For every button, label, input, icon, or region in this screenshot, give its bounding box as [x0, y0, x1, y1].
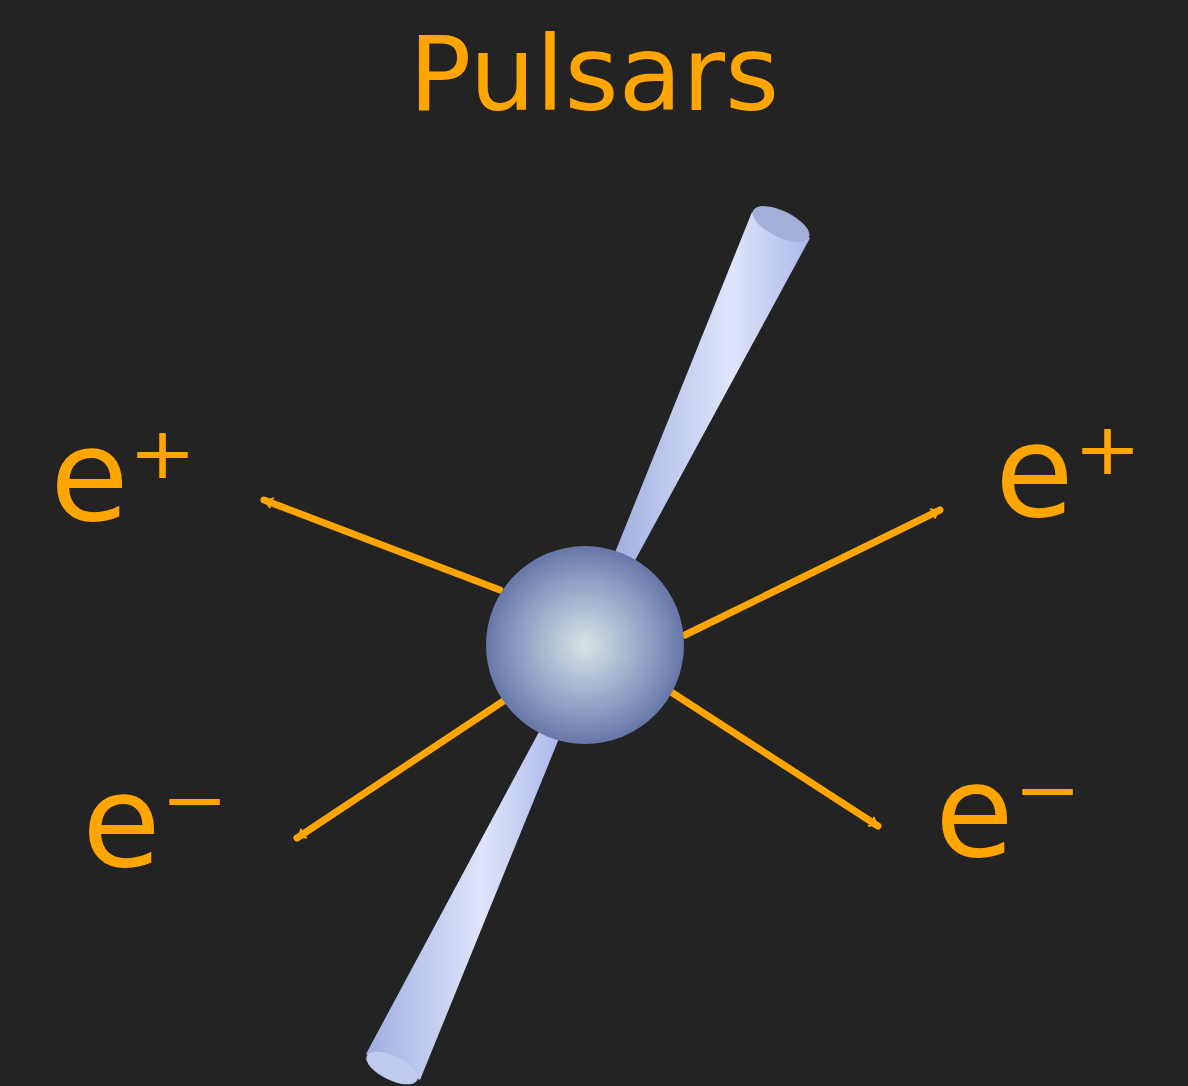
- particle-arrow: [264, 500, 940, 838]
- title: Pulsars: [0, 22, 1188, 126]
- beam: [362, 199, 815, 1086]
- particle-label: e⁻: [82, 758, 228, 886]
- particle-label: e⁺: [50, 412, 196, 540]
- particle-label: e⁺: [995, 408, 1141, 536]
- particle-label: e⁻: [935, 748, 1081, 876]
- neutron-star: [486, 546, 684, 744]
